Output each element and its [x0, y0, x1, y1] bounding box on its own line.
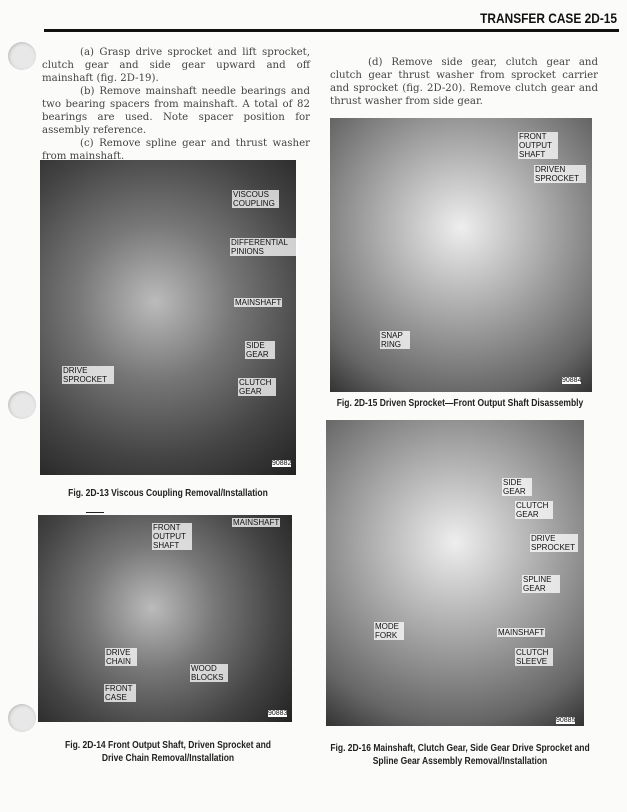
right-column-text: (d) Remove side gear, clutch gear and cl…: [330, 56, 598, 108]
callout-differential-pinions: DIFFERENTIAL PINIONS: [230, 238, 298, 256]
callout-clutch-gear: CLUTCH GEAR: [238, 378, 276, 396]
callout-mainshaft: MAINSHAFT: [234, 298, 283, 307]
step-a: (a) Grasp drive sprocket and lift sprock…: [42, 47, 310, 84]
figure-2d-13-photo: [40, 160, 296, 475]
figure-number: 90882: [272, 460, 292, 467]
callout-drive-sprocket: DRIVE SPROCKET: [62, 366, 114, 384]
caption-line: Fig. 2D-16 Mainshaft, Clutch Gear, Side …: [330, 743, 590, 754]
caption-line: Drive Chain Removal/Installation: [101, 753, 235, 764]
callout-wood-blocks: WOOD BLOCKS: [190, 664, 228, 682]
callout-side-gear: SIDE GEAR: [502, 478, 532, 496]
caption-line: Fig. 2D-14 Front Output Shaft, Driven Sp…: [65, 740, 271, 751]
separator-dash: [86, 512, 104, 513]
figure-2d-15-caption: Fig. 2D-15 Driven Sprocket—Front Output …: [336, 398, 584, 409]
figure-number: 90884: [562, 377, 582, 384]
callout-front-output-shaft: FRONT OUTPUT SHAFT: [152, 523, 192, 550]
figure-2d-13-caption: Fig. 2D-13 Viscous Coupling Removal/Inst…: [68, 488, 268, 499]
callout-viscous-coupling: VISCOUS COUPLING: [232, 190, 279, 208]
callout-front-output-shaft: FRONT OUTPUT SHAFT: [518, 132, 558, 159]
callout-mode-fork: MODE FORK: [374, 622, 404, 640]
figure-2d-16-caption: Fig. 2D-16 Mainshaft, Clutch Gear, Side …: [324, 742, 596, 768]
figure-2d-16-photo: [326, 420, 584, 726]
callout-spline-gear: SPLINE GEAR: [522, 575, 560, 593]
callout-clutch-gear: CLUTCH GEAR: [515, 501, 553, 519]
callout-side-gear: SIDE GEAR: [245, 341, 275, 359]
figure-2d-14-caption: Fig. 2D-14 Front Output Shaft, Driven Sp…: [58, 739, 279, 765]
callout-clutch-sleeve: CLUTCH SLEEVE: [515, 648, 553, 666]
callout-front-case: FRONT CASE: [104, 684, 136, 702]
punch-hole: [8, 704, 36, 732]
callout-snap-ring: SNAP RING: [380, 331, 410, 349]
caption-line: Spline Gear Assembly Removal/Installatio…: [372, 756, 548, 767]
punch-hole: [8, 391, 36, 419]
step-d: (d) Remove side gear, clutch gear and cl…: [330, 57, 598, 107]
callout-mainshaft: MAINSHAFT: [497, 628, 546, 637]
callout-mainshaft: MAINSHAFT: [232, 518, 281, 527]
figure-number: 90883: [268, 710, 288, 717]
callout-drive-chain: DRIVE CHAIN: [105, 648, 137, 666]
header-rule: [44, 29, 619, 32]
callout-driven-sprocket: DRIVEN SPROCKET: [534, 165, 586, 183]
punch-hole: [8, 42, 36, 70]
left-column-text: (a) Grasp drive sprocket and lift sprock…: [42, 46, 310, 163]
step-c: (c) Remove spline gear and thrust washer…: [42, 138, 310, 162]
figure-number: 90885: [556, 717, 576, 724]
page-header-title: TRANSFER CASE 2D-15: [480, 10, 617, 26]
step-b: (b) Remove mainshaft needle bearings and…: [42, 86, 310, 136]
figure-2d-15-photo: [330, 118, 592, 392]
callout-drive-sprocket: DRIVE SPROCKET: [530, 534, 578, 552]
